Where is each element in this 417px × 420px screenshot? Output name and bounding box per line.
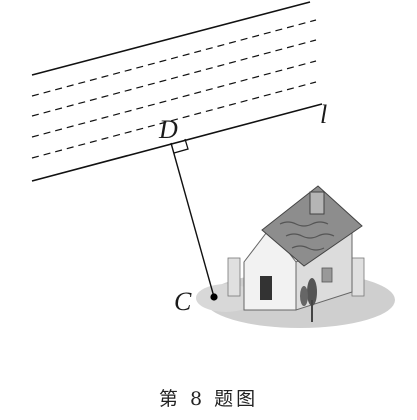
point-c-dot [210, 293, 218, 301]
road-lane-dashed [31, 60, 317, 138]
ground-shadow-left [196, 284, 256, 312]
figure-caption: 第 8 题图 [158, 388, 259, 410]
line-l [31, 103, 323, 182]
road-lane-dashed [31, 39, 317, 117]
right-angle-mark [173, 138, 189, 154]
road-lane-dashed [31, 81, 317, 159]
label-l: l [320, 100, 327, 129]
geometry-diagram: D l C [31, 1, 395, 328]
segment-dc [170, 142, 215, 298]
label-c: C [174, 287, 192, 316]
house-picture [227, 185, 365, 322]
label-d: D [158, 115, 178, 144]
road-lane-dashed [31, 19, 317, 97]
road-upper-edge [31, 1, 311, 76]
